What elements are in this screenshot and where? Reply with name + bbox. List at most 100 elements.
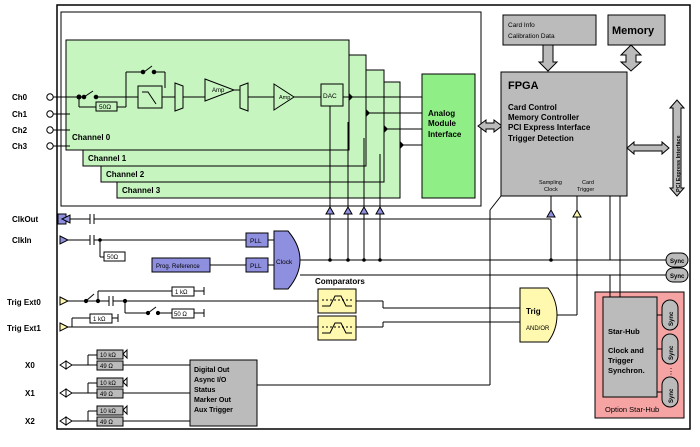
port-clkout-label: ClkOut — [12, 215, 39, 224]
fpga-line-0: Card Control — [508, 103, 557, 112]
x2-r49-label: 49 Ω — [100, 420, 113, 426]
clock-lines — [68, 106, 681, 266]
card-info-arrow — [537, 44, 559, 72]
star-hub-box — [602, 296, 658, 398]
card-info-box — [502, 14, 597, 46]
analog-module-interface — [421, 73, 476, 199]
option-star-hub-label: Option Star-Hub — [605, 405, 659, 414]
dac-label: DAC — [323, 93, 337, 100]
pll-2 — [245, 257, 269, 273]
card-trigger-label-1: Card — [582, 180, 594, 186]
clock-junctions — [98, 238, 553, 262]
prog-reference-box — [151, 257, 211, 273]
port-x1-label: X1 — [25, 389, 35, 398]
x-io-connectors — [59, 360, 73, 426]
star-hub-sync-3: Sync — [669, 388, 675, 403]
x1-r10k-label: 10 kΩ — [100, 381, 116, 387]
card-info-label-2: Calibration Data — [508, 33, 555, 40]
port-ch1-label: Ch1 — [12, 110, 28, 119]
clkin-resistor — [103, 251, 126, 262]
channel-triangles — [349, 93, 404, 149]
pcie-label: PCI Express Interface — [676, 135, 682, 192]
x2-resistors — [96, 404, 128, 427]
memory-label: Memory — [612, 25, 655, 37]
star-hub-line-2: Trigger — [608, 356, 634, 365]
star-hub-sync-1: Sync — [669, 311, 675, 326]
xio-line-4: Aux Trigger — [194, 407, 233, 414]
prog-reference-label: Prog. Reference — [156, 264, 200, 270]
trig-andor-block — [519, 287, 558, 343]
card-info-label-1: Card Info — [508, 22, 535, 29]
channel-1-label: Channel 1 — [88, 154, 127, 163]
mux-block-2 — [239, 82, 249, 112]
clkin-resistor-label: 50Ω — [107, 255, 119, 261]
clkout-arrow-head — [60, 214, 71, 224]
star-hub-sync-pills — [657, 299, 679, 408]
clkin-connector — [59, 235, 70, 245]
amp-1 — [204, 78, 236, 102]
resistor-50-label: 50Ω — [99, 104, 111, 111]
comparators-label: Comparators — [315, 277, 365, 286]
filter-block — [137, 85, 163, 109]
digital-io-box — [189, 359, 258, 427]
clock-up-triangles — [325, 205, 556, 218]
comparator-1 — [317, 288, 357, 314]
trig0-connector — [59, 296, 70, 306]
pcie-arrow — [626, 140, 670, 156]
trig1-resistor-1k-label: 1 kΩ — [93, 317, 106, 323]
port-trig0-label: Trig Ext0 — [7, 298, 41, 307]
fpga-box — [500, 71, 628, 197]
card-trigger-label-2: Trigger — [577, 187, 594, 193]
port-ch2-label: Ch2 — [12, 126, 28, 135]
star-hub-line-1: Clock and — [608, 346, 644, 355]
port-ch3-label: Ch3 — [12, 142, 28, 151]
fpga-line-3: Trigger Detection — [508, 134, 574, 143]
xio-line-1: Async I/O — [194, 377, 227, 384]
trigger-lines — [68, 217, 578, 328]
trigger-switches — [83, 293, 161, 316]
pll-1 — [245, 232, 269, 248]
sync-badge-1-label: Sync — [670, 259, 685, 265]
trig0-resistor-50 — [171, 308, 195, 319]
mux-block — [174, 82, 184, 112]
ch-port-connectors — [46, 93, 54, 150]
comparator-1-curve — [322, 295, 352, 307]
andor-label: AND/OR — [526, 326, 550, 332]
ground-symbols — [117, 287, 205, 322]
x-io-lines — [66, 354, 190, 422]
star-hub-dots: ⋮ — [667, 367, 675, 376]
sync-badge-2 — [665, 267, 689, 283]
star-hub-links — [609, 275, 621, 297]
star-hub-sync-2: Sync — [669, 345, 675, 360]
channel-3-label: Channel 3 — [122, 186, 161, 195]
xio-line-0: Digital Out — [194, 367, 230, 374]
x1-resistors — [96, 376, 128, 399]
x0-resistors — [96, 348, 128, 371]
ami-label-1: Analog — [428, 109, 455, 118]
memory-box — [607, 14, 666, 46]
x0-r49-label: 49 Ω — [100, 364, 113, 370]
amp-1-label: Amp — [212, 88, 225, 94]
port-ch0-label: Ch0 — [12, 93, 28, 102]
fpga-line-2: PCI Express Interface — [508, 123, 591, 132]
sync-badge-2-label: Sync — [670, 274, 685, 280]
port-x2-label: X2 — [25, 417, 35, 426]
xio-line-3: Marker Out — [194, 397, 232, 404]
dac-block — [320, 83, 344, 107]
memory-arrow — [619, 44, 643, 72]
sync-badge-1 — [665, 252, 689, 268]
trig0-resistor-1k — [171, 286, 195, 297]
port-trig1-label: Trig Ext1 — [7, 324, 41, 333]
filter-icon — [142, 91, 157, 105]
trig1-connector — [59, 322, 70, 332]
channel-2-label: Channel 2 — [106, 170, 145, 179]
pll-2-label: PLL — [250, 263, 262, 270]
pcie-bus-arrow — [668, 99, 686, 197]
port-clkin-label: ClkIn — [12, 236, 32, 245]
resistor-50 — [95, 101, 118, 112]
ami-label-2: Module — [428, 119, 457, 128]
amp-2 — [273, 83, 295, 111]
x1-r49-label: 49 Ω — [100, 392, 113, 398]
xio-fpga-lines — [257, 195, 502, 386]
